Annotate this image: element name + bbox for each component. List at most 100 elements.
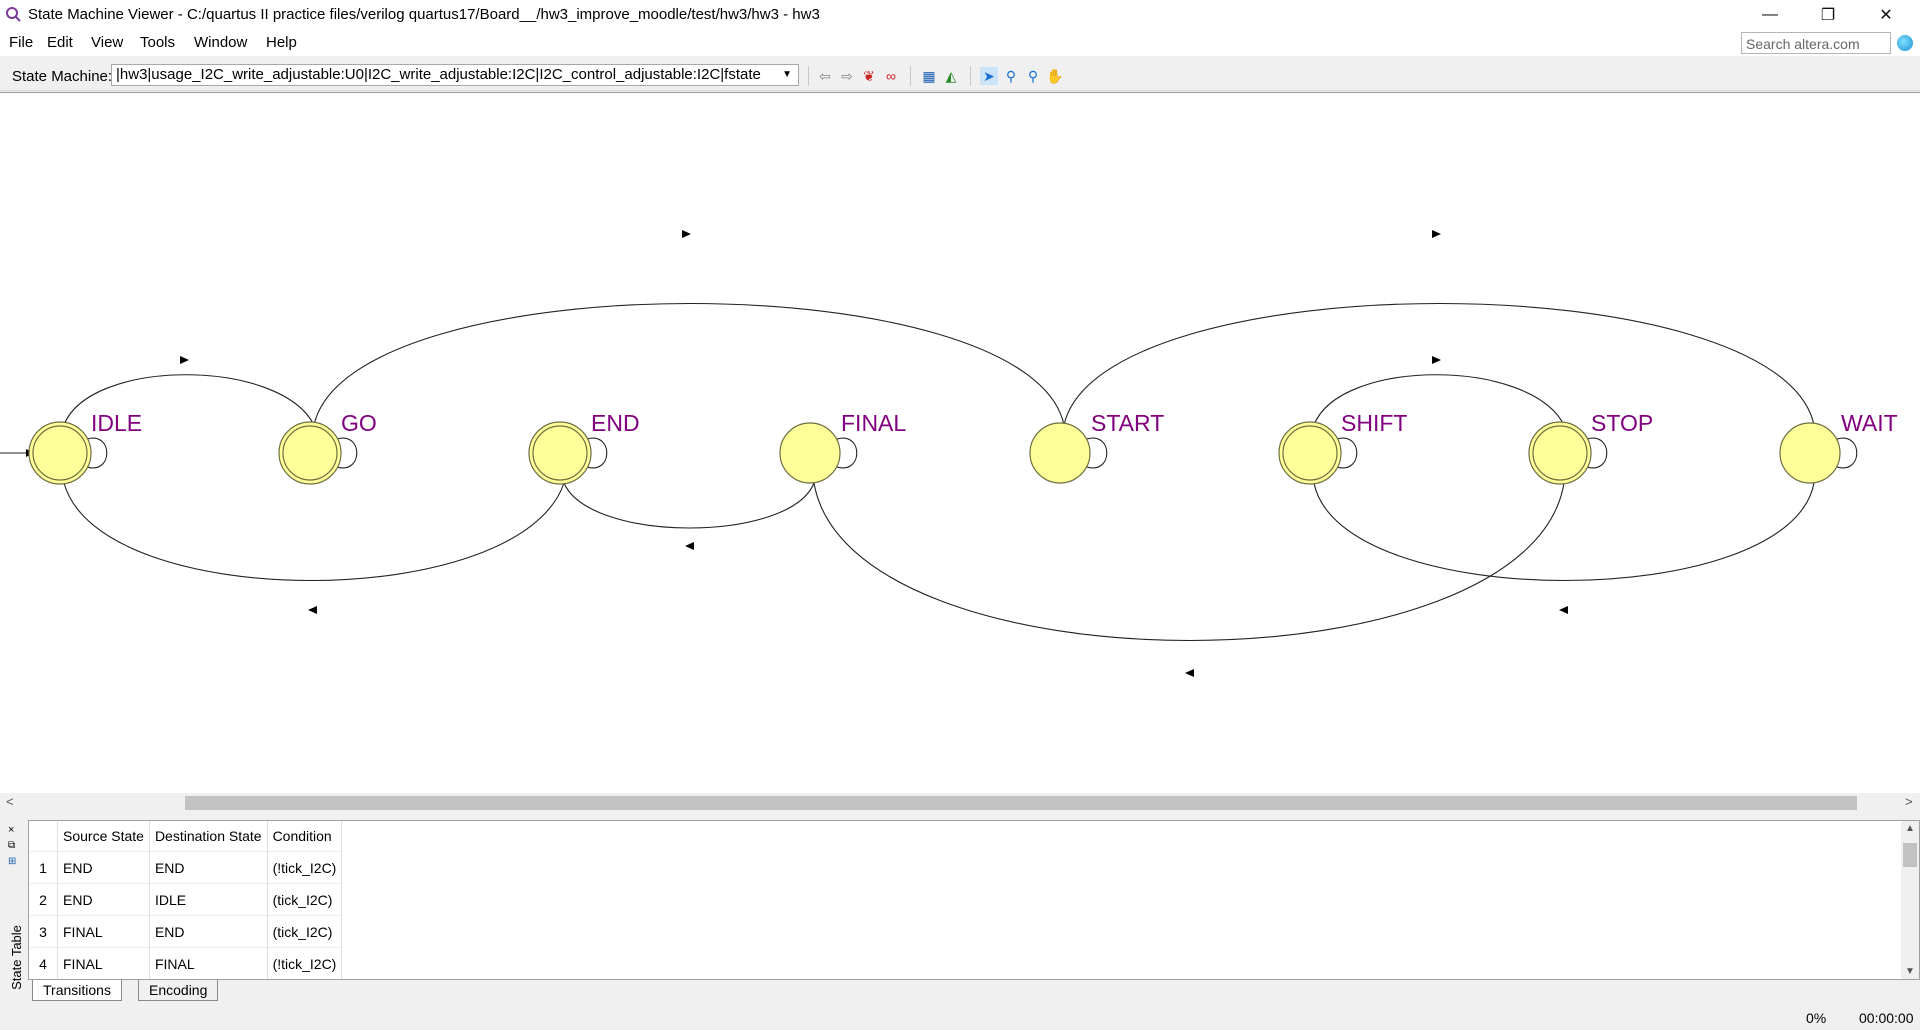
- transition-stop-final: [813, 482, 1565, 642]
- state-idle[interactable]: IDLE: [28, 410, 142, 485]
- state-machine-select-value: |hw3|usage_I2C_write_adjustable:U0|I2C_w…: [116, 66, 761, 83]
- chevron-down-icon: ▼: [782, 69, 792, 80]
- transition-end-idle: [63, 482, 565, 581]
- dock-bar: × ⧉ ⊞ State Table: [2, 820, 24, 1000]
- self-loop-stop: [1578, 437, 1608, 471]
- tab-transitions[interactable]: Transitions: [32, 980, 122, 1001]
- close-icon[interactable]: ×: [8, 824, 15, 836]
- pin-icon[interactable]: ⊞: [8, 856, 17, 867]
- state-start[interactable]: START: [1029, 410, 1164, 484]
- toolbar-separator: [970, 66, 971, 86]
- state-circle: [32, 425, 88, 481]
- state-label-idle: IDLE: [91, 410, 142, 436]
- tab-encoding[interactable]: Encoding: [138, 980, 219, 1001]
- menu-edit[interactable]: Edit: [47, 34, 73, 51]
- scroll-right-icon[interactable]: >: [1905, 794, 1913, 809]
- source-state-cell: FINAL: [57, 915, 150, 948]
- state-machine-select[interactable]: |hw3|usage_I2C_write_adjustable:U0|I2C_w…: [111, 64, 799, 86]
- condition-cell: (tick_I2C): [267, 915, 343, 948]
- transition-go-start: [313, 302, 1065, 426]
- transition-shift-stop: [1313, 374, 1565, 426]
- self-loop-shift: [1328, 437, 1358, 471]
- destination-state-cell: END: [149, 915, 268, 948]
- state-label-end: END: [591, 410, 640, 436]
- state-stop[interactable]: STOP: [1528, 410, 1653, 485]
- transition-arrowhead: [1185, 669, 1194, 677]
- self-loop-wait: [1828, 437, 1858, 471]
- column-header[interactable]: Destination State: [149, 821, 268, 852]
- highlight-fanout-icon[interactable]: ∞: [886, 68, 896, 84]
- condition-cell: (!tick_I2C): [267, 947, 343, 979]
- horizontal-scrollbar[interactable]: < >: [0, 794, 1920, 812]
- state-label-stop: STOP: [1591, 410, 1653, 436]
- vertical-scrollbar[interactable]: ▲ ▼: [1901, 821, 1919, 979]
- scroll-thumb[interactable]: [1903, 843, 1917, 867]
- column-header[interactable]: Source State: [57, 821, 150, 852]
- title-bar: State Machine Viewer - C:/quartus II pra…: [0, 0, 1920, 30]
- window-title: State Machine Viewer - C:/quartus II pra…: [28, 6, 820, 23]
- scroll-down-icon[interactable]: ▼: [1905, 966, 1915, 977]
- chart-icon[interactable]: ◭: [945, 67, 957, 84]
- condition-cell: (tick_I2C): [267, 883, 343, 916]
- table-row[interactable]: 2 END IDLE (tick_I2C): [29, 883, 343, 916]
- transition-wait-shift: [1313, 482, 1815, 581]
- restore-button[interactable]: ❐: [1820, 7, 1836, 24]
- search-input[interactable]: Search altera.com: [1741, 32, 1891, 54]
- status-bar: 0% 00:00:00: [0, 1006, 1920, 1030]
- state-label-start: START: [1091, 410, 1164, 436]
- self-loop-start: [1078, 437, 1108, 471]
- menu-tools[interactable]: Tools: [140, 34, 176, 51]
- menu-bar: File Edit View Tools Window Help: [0, 30, 1920, 56]
- forward-icon[interactable]: ⇨: [841, 67, 853, 84]
- select-pointer-icon[interactable]: ➤: [980, 67, 998, 85]
- destination-state-cell: FINAL: [149, 947, 268, 979]
- state-circle: [282, 425, 338, 481]
- state-end[interactable]: END: [528, 410, 640, 485]
- state-label-wait: WAIT: [1841, 410, 1898, 436]
- state-shift[interactable]: SHIFT: [1278, 410, 1407, 485]
- scroll-up-icon[interactable]: ▲: [1905, 823, 1915, 834]
- destination-state-cell: IDLE: [149, 883, 268, 916]
- zoom-icon[interactable]: ⚲: [1005, 67, 1017, 84]
- state-diagram-canvas[interactable]: IDLE GO END FINAL START SHIFT STOP WAIT: [0, 92, 1920, 793]
- state-table-vertical-label: State Table: [8, 925, 24, 990]
- scroll-left-icon[interactable]: <: [6, 794, 14, 809]
- row-number: 4: [29, 947, 58, 979]
- state-table-panel: × ⧉ ⊞ State Table Source State Destinati…: [0, 820, 1920, 1001]
- zoom-fit-icon[interactable]: ⚲: [1027, 67, 1039, 84]
- transition-arrowhead: [308, 606, 317, 614]
- state-circle: [1779, 422, 1841, 484]
- table-view-icon[interactable]: ▦: [922, 67, 936, 84]
- self-loop-go: [328, 437, 358, 471]
- state-label-go: GO: [341, 410, 377, 436]
- close-button[interactable]: ✕: [1879, 7, 1893, 24]
- table-row[interactable]: 4 FINAL FINAL (!tick_I2C): [29, 947, 343, 979]
- state-final[interactable]: FINAL: [779, 410, 906, 484]
- column-header[interactable]: Condition: [267, 821, 343, 852]
- back-icon[interactable]: ⇦: [819, 67, 831, 84]
- transition-arrowhead: [1432, 356, 1441, 364]
- state-machine-app-icon: [6, 7, 21, 22]
- state-circle: [779, 422, 841, 484]
- table-row[interactable]: 3 FINAL END (tick_I2C): [29, 915, 343, 948]
- highlight-fanin-icon[interactable]: ❦: [863, 67, 875, 84]
- hand-pan-icon[interactable]: ✋: [1046, 67, 1064, 84]
- destination-state-cell: END: [149, 851, 268, 884]
- toolbar-separator: [910, 66, 911, 86]
- menu-window[interactable]: Window: [194, 34, 248, 51]
- state-label-shift: SHIFT: [1341, 410, 1407, 436]
- minimize-button[interactable]: —: [1762, 6, 1778, 23]
- state-circle: [532, 425, 588, 481]
- scroll-thumb[interactable]: [185, 796, 1857, 810]
- state-wait[interactable]: WAIT: [1779, 410, 1898, 484]
- self-loop-final: [828, 437, 858, 471]
- condition-cell: (!tick_I2C): [267, 851, 343, 884]
- state-machine-label: State Machine:: [12, 68, 113, 85]
- float-icon[interactable]: ⧉: [8, 840, 16, 851]
- state-go[interactable]: GO: [278, 410, 377, 485]
- menu-help[interactable]: Help: [266, 34, 297, 51]
- menu-view[interactable]: View: [91, 34, 124, 51]
- menu-file[interactable]: File: [9, 34, 34, 51]
- globe-icon[interactable]: [1897, 35, 1913, 51]
- table-row[interactable]: 1 END END (!tick_I2C): [29, 851, 343, 884]
